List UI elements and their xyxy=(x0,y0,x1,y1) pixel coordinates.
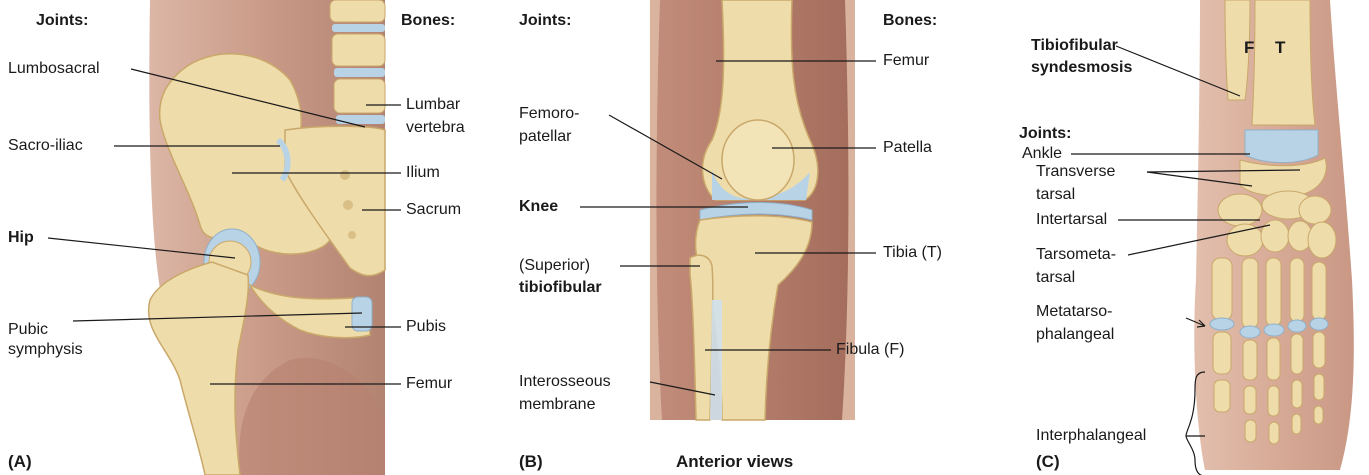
panel-a-joints-heading: Joints: xyxy=(36,11,88,30)
label-intertarsal: Intertarsal xyxy=(1036,210,1107,229)
label-patella: Patella xyxy=(883,138,932,157)
label-transverse-line1: Transverse xyxy=(1036,162,1115,181)
label-metatarso-line2: phalangeal xyxy=(1036,325,1114,344)
label-pubis: Pubis xyxy=(406,317,446,336)
label-tarsometa-line2: tarsal xyxy=(1036,268,1075,287)
panel-b-tag: (B) xyxy=(519,452,543,472)
panel-b-art xyxy=(650,0,855,420)
label-f-letter: F xyxy=(1244,38,1254,57)
label-pubic-symphysis-line2: symphysis xyxy=(8,340,83,359)
label-femur-a: Femur xyxy=(406,374,452,393)
femur-a-shape xyxy=(149,262,249,475)
label-sacrum: Sacrum xyxy=(406,200,461,219)
label-t-letter: T xyxy=(1275,38,1285,57)
label-interphalangeal: Interphalangeal xyxy=(1036,426,1146,445)
label-tibiofibular-line2: tibiofibular xyxy=(519,278,602,297)
label-fibula: Fibula (F) xyxy=(836,340,904,359)
label-femur-b: Femur xyxy=(883,51,929,70)
footer-title: Anterior views xyxy=(676,452,793,472)
label-lumbar-line2: vertebra xyxy=(406,118,465,137)
label-syndesmosis-line1: Tibiofibular xyxy=(1031,36,1118,55)
label-hip: Hip xyxy=(8,228,34,247)
label-ilium: Ilium xyxy=(406,163,440,182)
panel-c-tag: (C) xyxy=(1036,452,1060,472)
label-lumbar-line1: Lumbar xyxy=(406,95,460,114)
ankle-cartilage xyxy=(1245,130,1318,163)
panel-a-tag: (A) xyxy=(8,452,32,472)
label-interosseous-line2: membrane xyxy=(519,395,595,414)
panel-b-joints-heading: Joints: xyxy=(519,11,571,30)
label-tibia: Tibia (T) xyxy=(883,243,942,262)
label-interosseous-line1: Interosseous xyxy=(519,372,611,391)
panel-c-art xyxy=(1194,0,1354,470)
tarsal-bones xyxy=(1218,191,1336,258)
label-metatarso-line1: Metatarso- xyxy=(1036,302,1112,321)
label-tibiofibular-line1: (Superior) xyxy=(519,256,590,275)
label-knee: Knee xyxy=(519,197,558,216)
panel-c-joints-heading: Joints: xyxy=(1019,124,1071,143)
tibia-c-shape xyxy=(1252,0,1315,125)
panel-a-bones-heading: Bones: xyxy=(401,11,455,30)
label-sacroiliac: Sacro-iliac xyxy=(8,136,83,155)
patella-shape xyxy=(722,120,794,200)
label-pubic-symphysis-line1: Pubic xyxy=(8,320,48,339)
label-femoropatellar-line1: Femoro- xyxy=(519,104,579,123)
label-tarsometa-line1: Tarsometa- xyxy=(1036,245,1116,264)
label-femoropatellar-line2: patellar xyxy=(519,127,571,146)
label-lumbosacral: Lumbosacral xyxy=(8,59,100,78)
label-transverse-line2: tarsal xyxy=(1036,185,1075,204)
panel-b-bones-heading: Bones: xyxy=(883,11,937,30)
label-ankle: Ankle xyxy=(1022,144,1062,163)
panel-a-art xyxy=(149,0,385,475)
label-syndesmosis-line2: syndesmosis xyxy=(1031,58,1132,77)
